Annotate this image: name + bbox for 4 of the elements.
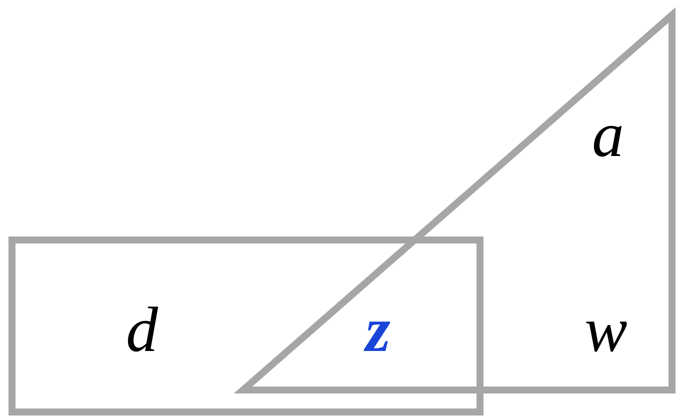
region-label: z bbox=[366, 298, 390, 362]
region-label: a bbox=[592, 103, 624, 167]
region-label: w bbox=[584, 298, 628, 362]
region-label: d bbox=[126, 298, 158, 362]
